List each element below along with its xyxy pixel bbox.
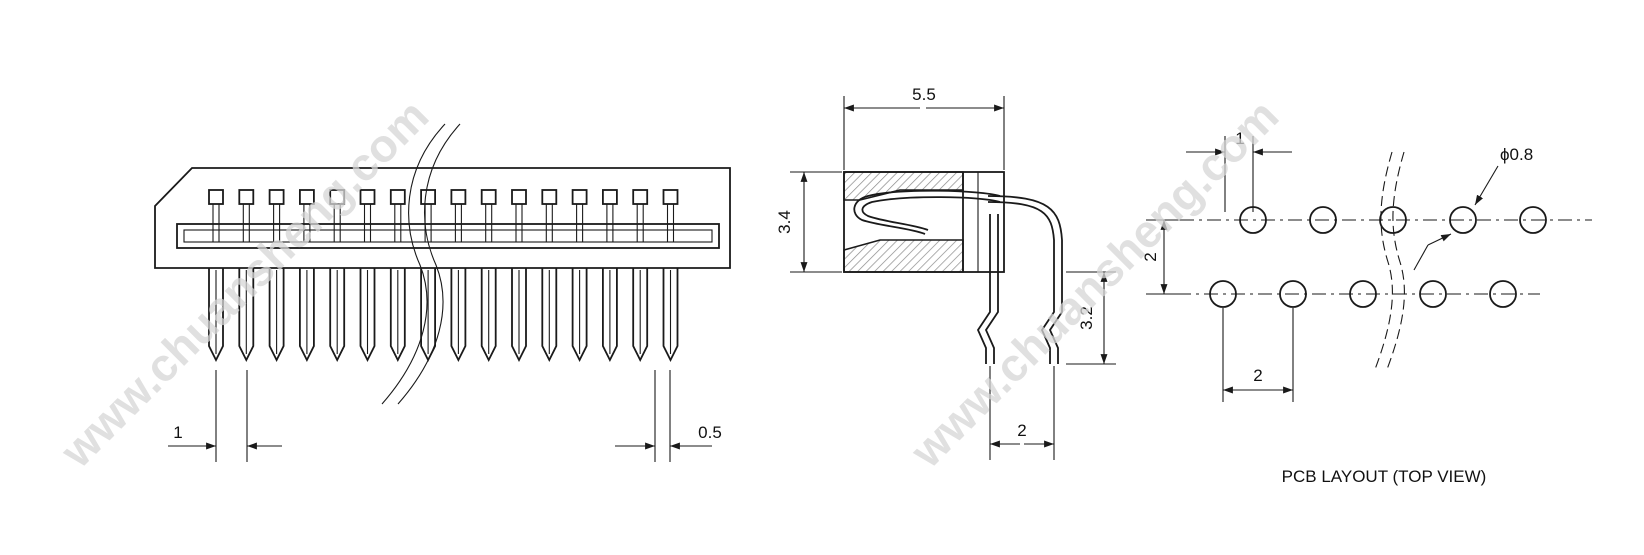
housing-section-top <box>843 171 964 201</box>
pin <box>632 268 649 363</box>
hole-diameter-label: ϕ0.8 <box>1500 145 1533 164</box>
pcb-hole <box>1449 206 1477 234</box>
pcb-hole <box>1349 280 1377 308</box>
pin <box>571 268 588 363</box>
contact-head <box>480 189 497 205</box>
watermark-group: www.chuansheng.com www.chuansheng.com <box>50 89 1289 478</box>
contact-group <box>208 189 679 242</box>
contact-head <box>511 189 527 205</box>
depth-label: 5.5 <box>912 85 936 104</box>
pcb-layout: 1 ϕ0.8 2 2 PCB LAYOUT (TOP VIEW) <box>1141 129 1592 486</box>
pin <box>541 268 558 363</box>
pin <box>359 268 376 363</box>
housing-section-bottom <box>843 239 964 273</box>
height-label: 3.4 <box>775 210 794 234</box>
contact-head <box>662 189 679 205</box>
pin <box>389 268 406 363</box>
break-line-pcb <box>1373 151 1393 373</box>
pcb-hole <box>1209 280 1237 308</box>
slot-outer <box>176 223 720 249</box>
break-line-front-2 <box>397 123 461 405</box>
pin <box>329 268 346 363</box>
pcb-hole <box>1379 206 1407 234</box>
contact-head <box>359 189 376 205</box>
slot-inner <box>183 229 713 243</box>
contact-tail-rear <box>987 195 1063 364</box>
hole-group <box>1209 206 1547 308</box>
contact-head <box>541 189 558 205</box>
row-spacing-label: 2 <box>1017 421 1026 440</box>
pin <box>208 268 224 363</box>
contact-head <box>571 189 588 205</box>
pin-group <box>208 268 679 363</box>
contact-head <box>389 189 406 205</box>
housing-outline <box>154 167 731 269</box>
side-view: 5.5 3.4 3.2 2 <box>775 85 1116 460</box>
spring-contact <box>853 189 1001 235</box>
pin <box>268 268 285 363</box>
pin <box>299 268 315 363</box>
contact-head <box>329 189 346 205</box>
contact-head <box>268 189 285 205</box>
column-spacing-label: 2 <box>1253 366 1262 385</box>
front-view: 1 0.5 <box>154 123 731 462</box>
pcb-hole <box>1309 206 1337 234</box>
pcb-hole <box>1279 280 1307 308</box>
pitch-label: 1 <box>173 423 182 442</box>
pin <box>602 268 618 363</box>
hole-pitch-label: 1 <box>1235 129 1244 148</box>
pin <box>480 268 497 363</box>
pin <box>450 268 467 363</box>
contact-head <box>208 189 224 205</box>
pcb-layout-caption: PCB LAYOUT (TOP VIEW) <box>1282 467 1487 486</box>
watermark-text: www.chuansheng.com <box>50 89 439 478</box>
contact-head <box>298 189 315 205</box>
pin <box>662 268 679 363</box>
contact-head <box>632 189 649 205</box>
contact-tail-front <box>984 214 999 364</box>
pcb-hole <box>1489 280 1517 308</box>
contact-head <box>450 189 467 205</box>
contact-head <box>420 189 437 205</box>
pcb-hole <box>1519 206 1547 234</box>
break-line-front <box>381 123 446 405</box>
pcb-hole <box>1419 280 1447 308</box>
tail-length-label: 3.2 <box>1077 306 1096 330</box>
pin <box>238 268 255 363</box>
pin-width-label: 0.5 <box>698 423 722 442</box>
contact-head <box>238 189 255 205</box>
row-offset-label: 2 <box>1141 252 1160 261</box>
contact-head <box>602 189 618 205</box>
housing-outline-side <box>843 171 1005 273</box>
pin <box>511 268 527 363</box>
